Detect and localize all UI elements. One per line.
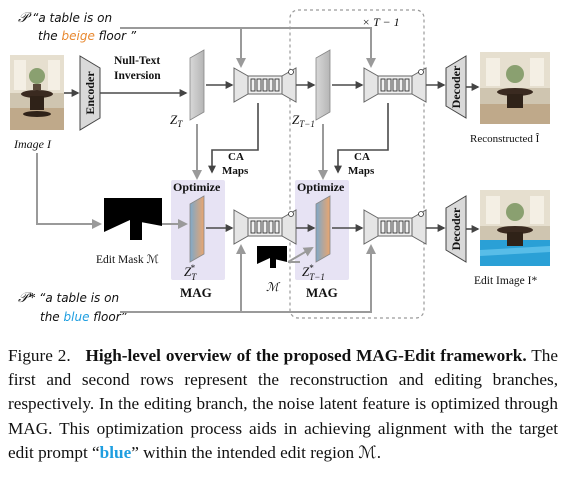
edit-mask-label: Edit Mask ℳ	[96, 253, 159, 266]
source-prompt-line-1: 𝒫“a table is on	[18, 11, 112, 26]
caption-quote-close: ”	[131, 442, 139, 462]
decoder-bottom: Decoder	[445, 195, 467, 263]
caption-fig-label: Figure 2.	[8, 346, 71, 365]
input-image	[10, 55, 64, 130]
inversion-label-2: Inversion	[114, 70, 161, 82]
decoder-top: Decoder	[445, 55, 467, 119]
image-label: Image I	[13, 137, 52, 151]
latent-zt1	[315, 49, 331, 121]
caption-blue-word: blue	[99, 442, 132, 462]
mask-small	[257, 246, 287, 274]
encoder-label: Encoder	[83, 71, 97, 115]
zt-label: ZT	[170, 112, 183, 129]
figure-caption: Figure 2. High-level overview of the pro…	[8, 344, 558, 465]
unet-top-1	[233, 67, 297, 103]
zt1-label: ZT−1	[292, 112, 315, 129]
repeat-box	[289, 9, 425, 319]
repeat-label: × T − 1	[362, 15, 400, 29]
zt-star-label: ZT*	[184, 263, 197, 282]
reconstructed-image	[480, 52, 550, 124]
mag-2: MAG	[306, 285, 338, 300]
decoder-bottom-label: Decoder	[449, 207, 463, 250]
unet-top-2	[363, 67, 427, 103]
optimize-1: Optimize	[173, 180, 221, 194]
latent-zt-star	[189, 195, 205, 263]
mag-1: MAG	[180, 285, 212, 300]
target-prompt-line-2: the blue floor”	[40, 310, 128, 324]
source-prompt-line-2: the beige floor ”	[38, 29, 137, 43]
edited-image	[480, 190, 550, 266]
optimize-2: Optimize	[297, 180, 345, 194]
unet-bottom-1	[233, 209, 297, 245]
ca-maps-2b: Maps	[348, 165, 375, 177]
ca-maps-1b: Maps	[222, 165, 249, 177]
caption-quote-open: “	[92, 442, 100, 462]
inversion-label-1: Null-Text	[114, 55, 160, 67]
latent-zt1-star	[315, 195, 331, 263]
decoder-top-label: Decoder	[449, 65, 463, 108]
target-prompt-line-1: 𝒫*“a table is on	[18, 291, 119, 306]
caption-text-2: within the intended edit region ℳ.	[143, 442, 382, 462]
mask-small-label: ℳ	[266, 280, 281, 294]
unet-bottom-2	[363, 209, 427, 245]
encoder-block: Encoder	[79, 55, 101, 131]
reconstructed-label: Reconstructed Î	[470, 133, 540, 145]
caption-text-1: The first and second rows represent the …	[8, 346, 559, 462]
edit-mask	[104, 198, 162, 250]
ca-maps-1a: CA	[228, 151, 244, 163]
caption-title: High-level overview of the proposed MAG-…	[85, 346, 527, 365]
latent-zt	[189, 49, 205, 121]
edit-image-label: Edit Image I*	[474, 275, 537, 287]
ca-maps-2a: CA	[354, 151, 370, 163]
diagram: 𝒫“a table is on the beige floor ” 𝒫*“a t…	[10, 9, 550, 324]
